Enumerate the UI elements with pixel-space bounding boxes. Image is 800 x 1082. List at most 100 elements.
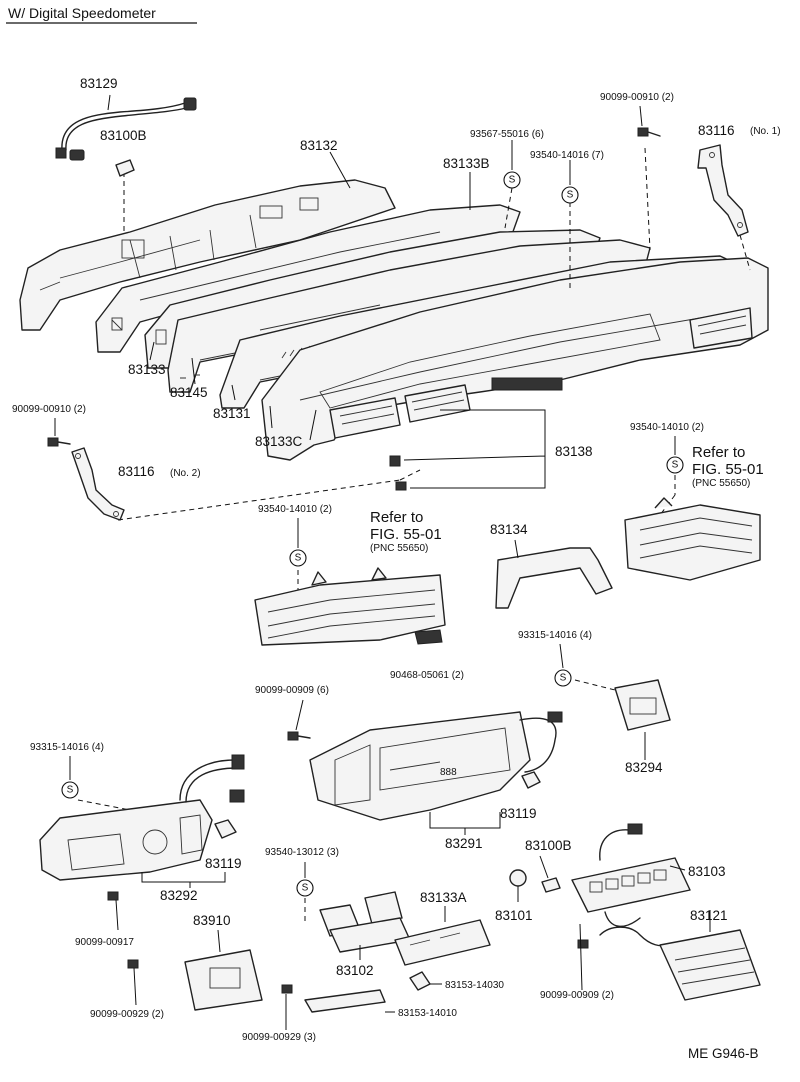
screw-symbols: S S S S S S S: [61, 171, 684, 897]
air-outlet-right: [624, 475, 761, 581]
cluster-83292: [39, 754, 245, 888]
screw-90099-00910-top: [637, 127, 661, 137]
panel-83133a: [394, 906, 491, 966]
bulb-socket-top: [115, 159, 135, 177]
label-83133: 83133: [128, 362, 166, 377]
screw-symbol-93540-14016: [561, 186, 579, 204]
cover-83134-leader: [514, 539, 519, 559]
label-83138: 83138: [555, 444, 593, 459]
label-93315-left: 93315-14016 (4): [30, 742, 104, 753]
lower-leaders: [54, 105, 686, 1030]
rear-case-slot-2: [299, 197, 319, 211]
part-labels: 83129 83100B 90099-00910 (2) 83132 93567…: [12, 76, 781, 1043]
label-90099-00910-top: 90099-00910 (2): [600, 92, 674, 103]
label-83116-no2: 83116: [118, 464, 155, 479]
switch-83294: [574, 679, 671, 760]
screw-symbol-93540-14010-right-text: S: [672, 460, 679, 471]
label-refer-mid-2: FIG. 55-01: [370, 526, 442, 543]
label-83292: 83292: [160, 888, 198, 903]
label-90468: 90468-05061 (2): [390, 670, 464, 681]
screw-90099-00929-3: [281, 984, 293, 994]
label-93315-right: 93315-14016 (4): [518, 630, 592, 641]
label-83100b-top: 83100B: [100, 128, 147, 143]
label-refer-right-2: FIG. 55-01: [692, 461, 764, 478]
label-83103: 83103: [688, 864, 726, 879]
screw-symbol-93540-13012-text: S: [302, 883, 309, 894]
bezel-vent-openings: [329, 307, 753, 439]
screw-symbol-93540-14010-mid: [289, 549, 307, 567]
label-93540-13012: 93540-13012 (3): [265, 847, 339, 858]
screw-symbol-93540-14010-mid-text: S: [295, 553, 302, 564]
bracket-83116-no2: [47, 437, 125, 521]
unit-83910: [127, 929, 263, 1011]
switch-panel-buttons: [589, 869, 667, 893]
screw-symbol-93315-left-text: S: [67, 785, 74, 796]
label-93540-14010-right: 93540-14010 (2): [630, 422, 704, 433]
label-83910: 83910: [193, 913, 231, 928]
label-90099-00929-3: 90099-00929 (3): [242, 1032, 316, 1043]
screw-symbol-93567: [503, 171, 521, 189]
rear-case-slot: [259, 205, 283, 219]
wire-harness-83129: [55, 97, 197, 161]
label-83133c: 83133C: [255, 434, 303, 449]
label-90099-00910-left: 90099-00910 (2): [12, 404, 86, 415]
bracket-83116-no1: [697, 144, 749, 237]
panel-83133b-tab: [111, 317, 123, 331]
circuit-plate-ticks: [180, 374, 200, 379]
label-83121: 83121: [690, 908, 728, 923]
label-93540-14010-mid: 93540-14010 (2): [258, 504, 332, 515]
top-stack-leaders: [107, 94, 751, 521]
label-93540-14016: 93540-14016 (7): [530, 150, 604, 161]
label-refer-right-3: (PNC 55650): [692, 478, 750, 489]
rear-case-socket: [121, 239, 145, 259]
screw-symbol-93540-14010-right: [666, 456, 684, 474]
bulb-socket-bottom: [541, 877, 561, 893]
label-83102: 83102: [336, 963, 374, 978]
bezel-display-opening: [319, 313, 661, 409]
rear-case-detail: [39, 214, 257, 291]
screw-symbol-93540-13012: [296, 879, 314, 897]
screw-symbol-93540-14016-text: S: [567, 190, 574, 201]
label-90099-00909-mid: 90099-00909 (6): [255, 685, 329, 696]
screw-symbol-93315-right-text: S: [560, 673, 567, 684]
label-83145: 83145: [170, 385, 208, 400]
bulb-83153-14030: [409, 971, 431, 991]
panel-83133b-detail: [111, 231, 441, 331]
label-83133b: 83133B: [443, 156, 490, 171]
bracket-83153-14010: [304, 989, 395, 1013]
label-83132: 83132: [300, 138, 338, 153]
combination-meter-83291: 888: [287, 711, 563, 835]
rear-meter-case: [19, 179, 396, 331]
screw-symbol-93315-left: [61, 781, 79, 799]
label-83119-left: 83119: [205, 856, 242, 871]
label-93567: 93567-55016 (6): [470, 129, 544, 140]
screw-symbol-93315-right: [554, 669, 572, 687]
switch-panel-83103: [571, 823, 691, 927]
label-83116-no2-note: (No. 2): [170, 468, 201, 479]
bezel-bottom-clip: [491, 377, 563, 391]
clips-83138: [389, 409, 546, 491]
screw-90099-00917: [107, 891, 119, 931]
air-outlet-middle: [254, 567, 446, 646]
label-83116-no1: 83116: [698, 123, 735, 138]
label-83129: 83129: [80, 76, 118, 91]
clip-90468: [414, 629, 443, 645]
label-83133a: 83133A: [420, 890, 467, 905]
label-refer-right-1: Refer to: [692, 444, 745, 461]
plate-83145-tab: [155, 329, 167, 345]
label-refer-mid-3: (PNC 55650): [370, 543, 428, 554]
label-83294: 83294: [625, 760, 663, 775]
label-83100b-bottom: 83100B: [525, 838, 572, 853]
label-83153-14030: 83153-14030: [445, 980, 504, 991]
switch-83102: [304, 891, 411, 960]
label-90099-00909-2: 90099-00909 (2): [540, 990, 614, 1001]
label-refer-mid-1: Refer to: [370, 509, 423, 526]
screw-symbol-93567-text: S: [509, 175, 516, 186]
label-90099-00917: 90099-00917: [75, 937, 134, 948]
diagram-title: W/ Digital Speedometer: [8, 5, 156, 21]
label-90099-00929-2: 90099-00929 (2): [90, 1009, 164, 1020]
label-83116-no1-note: (No. 1): [750, 126, 781, 137]
cover-83134: [495, 547, 613, 609]
